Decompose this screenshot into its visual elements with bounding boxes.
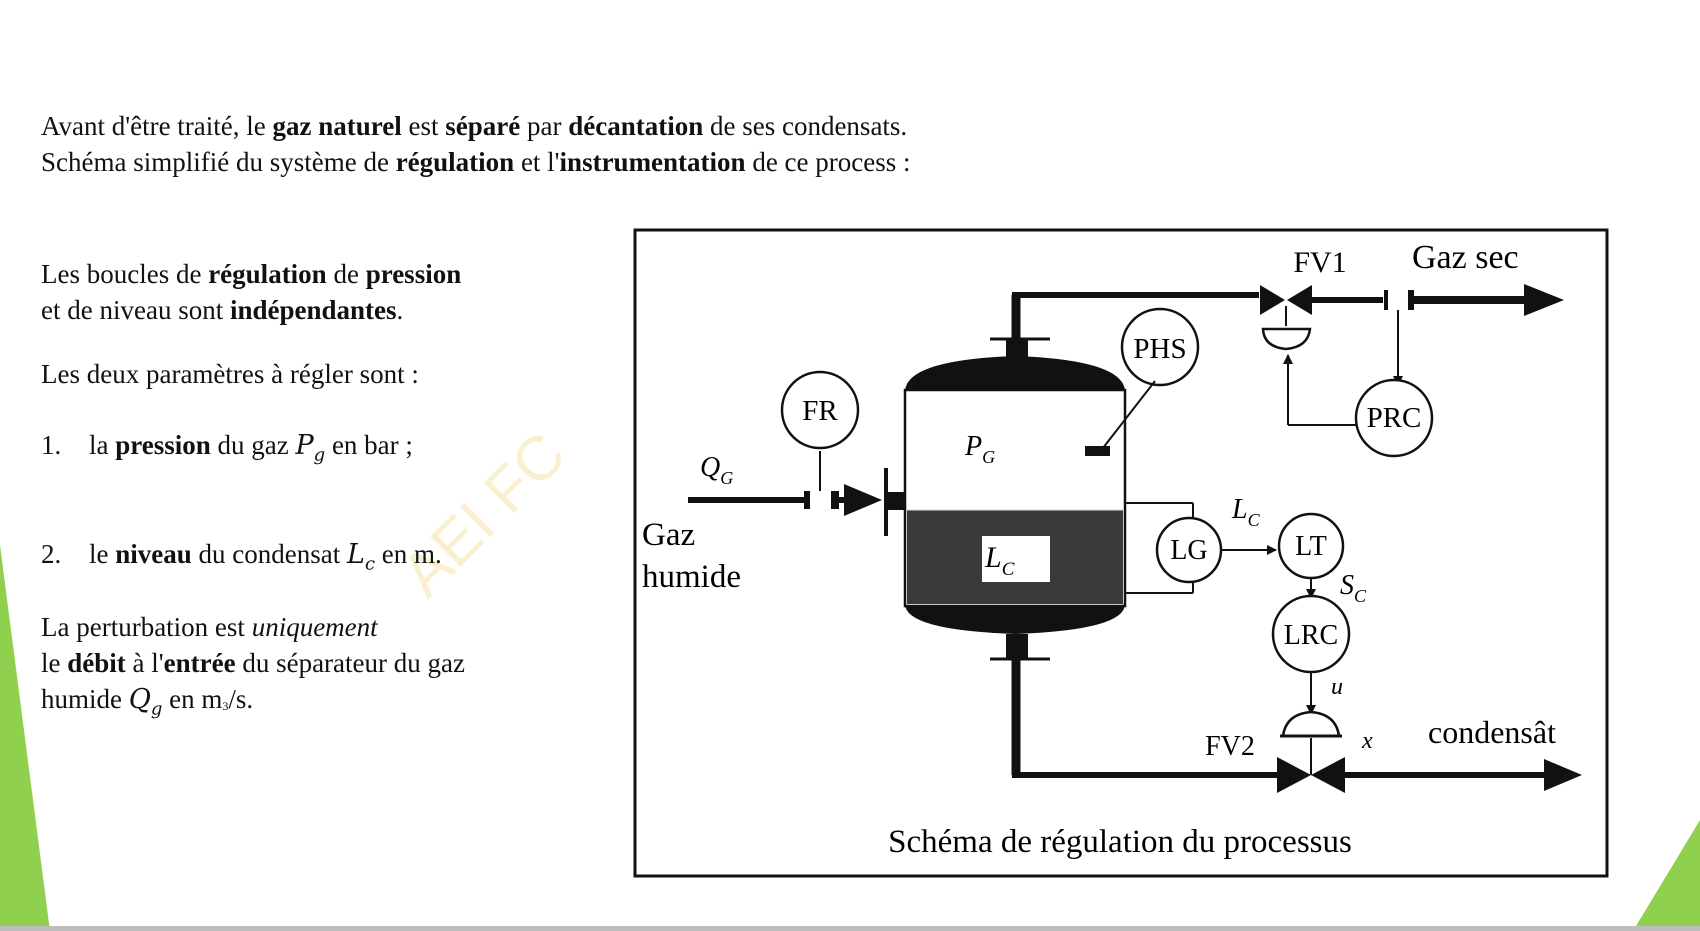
lc-symbol: Lc [347, 539, 376, 575]
gas-inlet-line [688, 370, 906, 536]
level-label-box [982, 536, 1050, 582]
level-loop [1125, 502, 1351, 715]
disturbance-paragraph: La perturbation est uniquement le débit … [41, 612, 465, 720]
lc-signal-label: LC [1231, 494, 1261, 530]
condensate-outlet-line [1011, 658, 1582, 793]
intro-line-2: Schéma simplifié du système de régulatio… [41, 147, 911, 177]
pressure-loop [1085, 307, 1434, 458]
lg-label: LG [1170, 535, 1207, 566]
right-green-triangle [1633, 820, 1700, 931]
lrc-label: LRC [1284, 620, 1338, 651]
sc-signal-label: SC [1340, 570, 1367, 606]
lc-diagram-label: LC [984, 541, 1015, 580]
intro-line-1: Avant d'être traité, le gaz naturel est … [41, 111, 908, 141]
pressure-sensor [1085, 446, 1110, 456]
process-diagram: FV1 Gaz sec PHS PRC FR LG LT LRC FV2 con… [633, 228, 1609, 878]
gas-outlet-line [1011, 284, 1564, 351]
pg-symbol: Pg [295, 430, 326, 466]
gas-in-label-2: humide [642, 559, 741, 595]
gas-out-label: Gaz sec [1412, 239, 1519, 276]
bottom-border [0, 926, 1700, 931]
u-label: u [1331, 674, 1343, 700]
fv2-label: FV2 [1205, 731, 1255, 762]
phs-label: PHS [1133, 333, 1186, 365]
pg-diagram-label: PG [964, 431, 995, 467]
params-heading: Les deux paramètres à régler sont : [41, 359, 419, 389]
loops-paragraph: Les boucles de régulation de pression et… [41, 259, 462, 325]
x-label: x [1361, 728, 1373, 754]
condensate-out-label: condensât [1428, 714, 1556, 750]
left-green-triangle [0, 545, 50, 931]
prc-label: PRC [1367, 402, 1422, 434]
gas-in-label-1: Gaz [642, 517, 695, 553]
diagram-caption: Schéma de régulation du processus [888, 824, 1352, 860]
intro-text: Avant d'être traité, le gaz naturel est … [41, 108, 911, 180]
list-item-pressure: 1.la pression du gaz Pg en bar ; [41, 430, 413, 466]
list-item-level: 2.le niveau du condensat Lc en m. [41, 539, 442, 575]
fv1-actuator-icon [1261, 327, 1312, 351]
separator-vessel [903, 337, 1127, 661]
fr-label: FR [802, 395, 838, 427]
qg-symbol: Qg [128, 684, 163, 720]
fv2-actuator-icon [1281, 710, 1341, 738]
qg-diagram-label: QG [700, 452, 733, 488]
lt-label: LT [1295, 531, 1327, 562]
fv1-label: FV1 [1293, 246, 1346, 279]
